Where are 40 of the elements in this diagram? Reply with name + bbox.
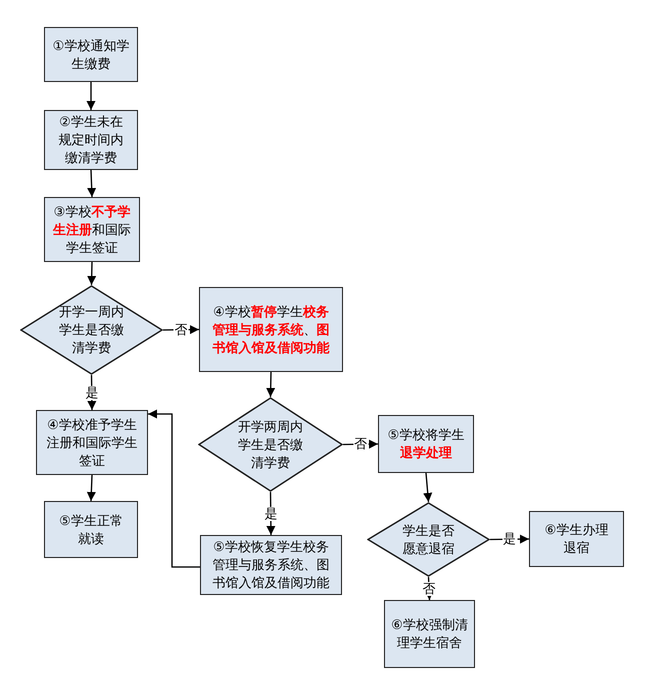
decision-diamond: [198, 397, 343, 492]
arrow: [86, 82, 96, 110]
arrow: [423, 472, 432, 502]
node-text: ④学校准予学生注册和国际学生签证: [46, 416, 138, 470]
edge-label: 是: [502, 532, 517, 546]
process-box: [44, 110, 138, 170]
node-text: ①学校通知学生缴费: [52, 36, 130, 72]
process-box: [44, 197, 140, 262]
node-text: 学生是否愿意退宿: [402, 522, 456, 558]
node-text: ⑤学校将学生退学处理: [386, 426, 466, 462]
node-text: 开学两周内学生是否缴清学费: [237, 418, 304, 472]
node-text: ⑥学生办理退宿: [544, 521, 610, 557]
edge-label: 是: [263, 506, 278, 520]
process-box: [44, 501, 138, 558]
arrow: [343, 440, 378, 449]
node-text: ②学生未在规定时间内缴清学费: [58, 113, 124, 167]
arrow: [86, 474, 96, 502]
arrow: [87, 170, 96, 198]
edge-label: 否: [422, 582, 436, 596]
node-text: 开学一周内学生是否缴清学费: [58, 303, 125, 357]
arrow: [266, 372, 276, 398]
process-box: [384, 600, 475, 668]
decision-diamond: [367, 502, 490, 577]
process-box: [199, 287, 343, 372]
edge-label: 否: [174, 322, 188, 337]
process-box: [378, 415, 474, 473]
node-text: ⑤学生正常就读: [58, 512, 124, 548]
process-box: [529, 511, 624, 567]
edge-label: 是: [84, 386, 100, 400]
arrow: [148, 409, 200, 568]
node-text: ④学校暂停学生校务管理与服务系统、图书馆入馆及借阅功能: [212, 302, 330, 356]
node-text: ⑤学校恢复学生校务管理与服务系统、图书馆入馆及借阅功能: [212, 538, 330, 592]
node-text: ③学校不予学生注册和国际学生签证: [52, 202, 132, 256]
process-box: [44, 27, 138, 82]
process-box: [200, 535, 342, 595]
arrow: [87, 262, 96, 286]
decision-diamond: [20, 285, 163, 375]
node-text: ⑥学校强制清理学生宿舍: [390, 616, 469, 652]
edge-label: 否: [353, 437, 368, 452]
process-box: [36, 410, 148, 475]
